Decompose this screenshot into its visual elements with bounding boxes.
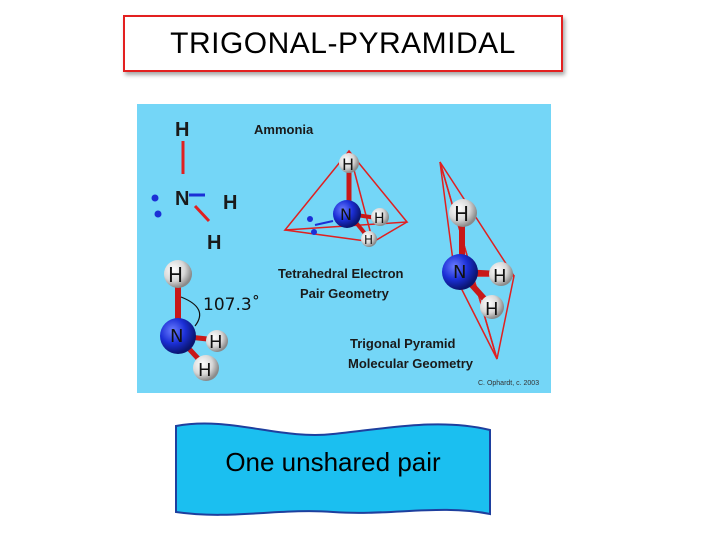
- hydrogen-atom: [164, 260, 192, 288]
- tetrahedral-label-line2: Pair Geometry: [300, 286, 390, 301]
- trigonal-pyramid-model: H N H H: [439, 161, 515, 360]
- nitrogen-atom: [160, 318, 196, 354]
- page-title: TRIGONAL-PYRAMIDAL: [170, 26, 516, 60]
- caption-banner: [175, 422, 491, 516]
- tetrahedral-label-line1: Tetrahedral Electron: [278, 266, 404, 281]
- atom-label-h: H: [198, 360, 212, 381]
- hydrogen-atom: [339, 153, 359, 173]
- atom-label-h: H: [209, 332, 223, 353]
- title-box: TRIGONAL-PYRAMIDAL: [123, 15, 563, 72]
- formula-h-right: H: [223, 192, 237, 214]
- hydrogen-atom: [206, 330, 228, 352]
- atom-label-h: H: [342, 155, 354, 174]
- atom-label-h: H: [454, 202, 469, 226]
- hydrogen-atom: [361, 231, 377, 247]
- atom-label-h: H: [493, 266, 507, 287]
- hydrogen-atom: [449, 199, 477, 227]
- atom-label-n: N: [340, 205, 352, 224]
- atom-label-n: N: [453, 262, 466, 283]
- ammonia-diagram: H N H H Ammonia H N H H: [137, 104, 551, 393]
- atom-label-h: H: [485, 299, 499, 320]
- atom-label-h: H: [374, 211, 385, 227]
- bond-angle-model: H N H H 107.3˚: [160, 260, 260, 381]
- credit-text: C. Ophardt, c. 2003: [478, 380, 539, 387]
- hydrogen-atom: [480, 295, 504, 319]
- ammonia-label: Ammonia: [254, 122, 314, 137]
- hydrogen-atom: [489, 262, 513, 286]
- lone-pair-dot: [307, 216, 313, 222]
- nitrogen-atom: [333, 200, 361, 228]
- lone-pair-dot: [311, 229, 317, 235]
- hydrogen-atom: [371, 208, 389, 226]
- lone-pair-dot: [154, 210, 162, 218]
- trigonal-label-line1: Trigonal Pyramid: [350, 336, 456, 351]
- formula-n: N: [175, 188, 189, 210]
- atom-label-h: H: [168, 263, 183, 287]
- hydrogen-atom: [193, 355, 219, 381]
- atom-label-h: H: [364, 233, 373, 247]
- angle-arc: [180, 296, 201, 327]
- formula-h-bottom: H: [207, 232, 221, 254]
- lone-pair-dot: [151, 194, 159, 202]
- atom-label-n: N: [170, 326, 183, 347]
- caption-text: One unshared pair: [225, 447, 441, 477]
- nitrogen-atom: [442, 254, 478, 290]
- structural-formula: H N H H: [151, 119, 237, 254]
- tetrahedral-model: H N H H: [283, 149, 409, 247]
- bond-angle-label: 107.3˚: [203, 294, 260, 315]
- trigonal-label-line2: Molecular Geometry: [348, 356, 474, 371]
- formula-h-top: H: [175, 119, 189, 141]
- diagram-svg: H N H H Ammonia H N H H: [151, 119, 539, 387]
